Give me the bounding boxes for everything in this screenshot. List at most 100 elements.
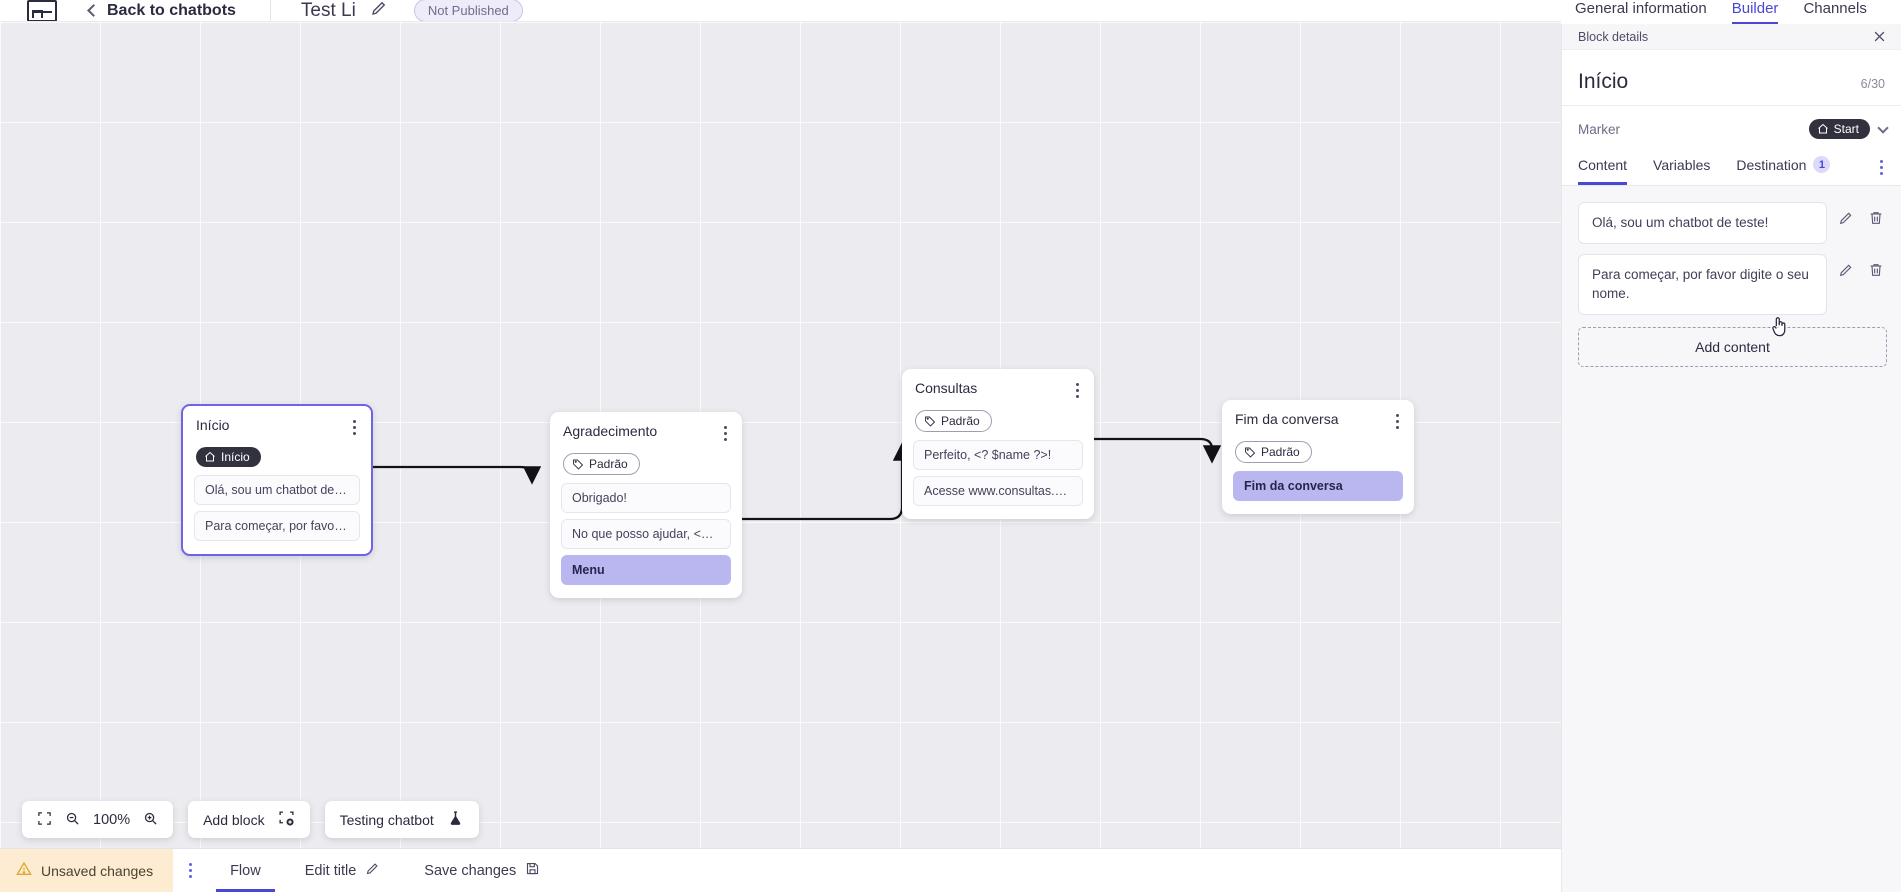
node-message-fim[interactable]: Fim da conversa: [1233, 471, 1403, 501]
back-to-chatbots-link[interactable]: Back to chatbots: [87, 1, 236, 20]
tab-builder[interactable]: Builder: [1731, 0, 1779, 24]
node-header: Agradecimento: [550, 412, 742, 444]
unsaved-changes-badge: Unsaved changes: [0, 849, 174, 892]
panel-char-count: 6/30: [1860, 77, 1885, 91]
content-text[interactable]: Olá, sou um chatbot de teste!: [1578, 202, 1827, 244]
bottom-tab-flow[interactable]: Flow: [208, 849, 283, 892]
save-disk-icon: [525, 861, 540, 880]
flow-node-consultas[interactable]: Consultas Padrão Perfeito, <? $name ?>! …: [902, 369, 1094, 519]
panel-tab-destination-label: Destination: [1736, 156, 1807, 173]
add-block-button[interactable]: Add block: [188, 801, 310, 838]
top-header-bar: Back to chatbots Test Li Not Published: [0, 0, 1561, 22]
edit-content-icon[interactable]: [1835, 254, 1857, 286]
node-pill-label: Início: [221, 450, 250, 464]
node-menu-icon[interactable]: [720, 423, 731, 444]
panel-tab-destination[interactable]: Destination 1: [1736, 156, 1831, 185]
node-menu-icon[interactable]: [1072, 380, 1083, 401]
bot-title: Test Li: [300, 0, 356, 21]
flow-node-inicio[interactable]: Início Início Olá, sou um chatbot de tes…: [181, 404, 373, 556]
panel-header: Block details: [1562, 24, 1901, 50]
node-message[interactable]: Olá, sou um chatbot de teste!: [194, 475, 360, 505]
home-icon: [205, 451, 215, 462]
node-header: Consultas: [902, 369, 1094, 401]
edge-agradecimento-consultas: [742, 442, 912, 521]
content-text[interactable]: Para começar, por favor digite o seu nom…: [1578, 253, 1827, 315]
warning-icon: [16, 861, 32, 880]
flask-icon: [447, 810, 464, 830]
content-item-row: Para começar, por favor digite o seu nom…: [1578, 253, 1887, 315]
add-block-icon: [278, 810, 295, 830]
edge-inicio-agradecimento: [373, 465, 542, 485]
zoom-level-value: 100%: [93, 811, 131, 828]
node-title: Agradecimento: [563, 423, 658, 439]
save-changes-button[interactable]: Save changes: [402, 849, 562, 892]
edit-title-label: Edit title: [304, 862, 357, 879]
panel-tab-content[interactable]: Content: [1578, 156, 1628, 185]
panel-block-title: Início: [1578, 70, 1629, 93]
node-title: Início: [196, 417, 230, 433]
panel-title-row: Início 6/30: [1562, 50, 1901, 106]
node-pill-label: Padrão: [941, 414, 980, 428]
status-badge-not-published: Not Published: [413, 0, 523, 21]
chevron-left-icon: [87, 4, 100, 17]
zoom-controls[interactable]: 100%: [22, 801, 174, 838]
flow-node-agradecimento[interactable]: Agradecimento Padrão Obrigado! No que po…: [550, 412, 742, 598]
bottom-status-bar: Unsaved changes Flow Edit title Save cha…: [0, 848, 1561, 892]
add-block-label: Add block: [203, 811, 265, 828]
tag-icon: [925, 416, 936, 427]
node-menu-icon[interactable]: [349, 417, 360, 438]
node-pill-label: Padrão: [589, 457, 628, 471]
flow-node-fim-da-conversa[interactable]: Fim da conversa Padrão Fim da conversa: [1222, 400, 1414, 514]
node-message-menu[interactable]: Menu: [561, 555, 731, 585]
node-message[interactable]: Perfeito, <? $name ?>!: [913, 440, 1083, 470]
bottom-tab-flow-label: Flow: [230, 862, 261, 879]
node-pill-label: Padrão: [1261, 445, 1300, 459]
delete-content-icon[interactable]: [1865, 202, 1887, 234]
app-logo-icon[interactable]: [27, 0, 57, 21]
unsaved-changes-label: Unsaved changes: [41, 862, 154, 879]
marker-value: Start: [1833, 122, 1859, 136]
edit-content-icon[interactable]: [1835, 202, 1857, 234]
tag-icon: [573, 459, 584, 470]
home-icon: [1817, 123, 1828, 134]
edit-pencil-icon[interactable]: [370, 0, 388, 21]
node-title: Fim da conversa: [1235, 411, 1339, 427]
node-pill-padrao: Padrão: [563, 453, 640, 475]
pencil-icon: [365, 861, 380, 880]
delete-content-icon[interactable]: [1865, 254, 1887, 286]
panel-tab-content-label: Content: [1578, 156, 1628, 173]
top-tabs: General information Builder Channels: [1561, 0, 1901, 24]
node-pill-start: Início: [196, 447, 261, 467]
tab-channels[interactable]: Channels: [1803, 0, 1867, 17]
tab-general-information[interactable]: General information: [1575, 0, 1707, 17]
close-icon[interactable]: [1872, 29, 1887, 44]
zoom-out-icon[interactable]: [65, 811, 80, 829]
canvas-toolbar: 100% Add block Testing c: [22, 801, 479, 838]
node-menu-icon[interactable]: [1392, 411, 1403, 432]
node-pill-padrao: Padrão: [1235, 441, 1312, 463]
node-header: Início: [183, 406, 371, 438]
node-message[interactable]: Acesse www.consultas.com par...: [913, 476, 1083, 506]
marker-select[interactable]: Start: [1808, 119, 1889, 139]
panel-tabs-menu-icon[interactable]: [1876, 156, 1887, 179]
zoom-in-icon[interactable]: [143, 811, 158, 829]
testing-chatbot-button[interactable]: Testing chatbot: [324, 801, 479, 838]
node-message[interactable]: Para começar, por favor digite o ...: [194, 511, 360, 541]
fit-screen-icon[interactable]: [37, 811, 52, 829]
edit-title-button[interactable]: Edit title: [283, 849, 403, 892]
panel-header-title: Block details: [1578, 29, 1649, 44]
node-message[interactable]: No que posso ajudar, <? $name ...: [561, 519, 731, 549]
node-pill-padrao: Padrão: [915, 410, 992, 432]
add-content-button[interactable]: Add content: [1578, 326, 1887, 367]
header-divider: [269, 0, 271, 21]
destination-count-badge: 1: [1813, 156, 1831, 173]
bottom-menu-icon[interactable]: [173, 849, 208, 892]
panel-content-body: Olá, sou um chatbot de teste! Para começ…: [1562, 186, 1901, 892]
back-to-chatbots-label: Back to chatbots: [107, 1, 236, 19]
flow-canvas[interactable]: Início Início Olá, sou um chatbot de tes…: [0, 22, 1561, 870]
node-message[interactable]: Obrigado!: [561, 483, 731, 513]
panel-tab-variables-label: Variables: [1653, 156, 1711, 173]
panel-tab-variables[interactable]: Variables: [1653, 157, 1710, 185]
marker-start-pill: Start: [1808, 119, 1870, 139]
